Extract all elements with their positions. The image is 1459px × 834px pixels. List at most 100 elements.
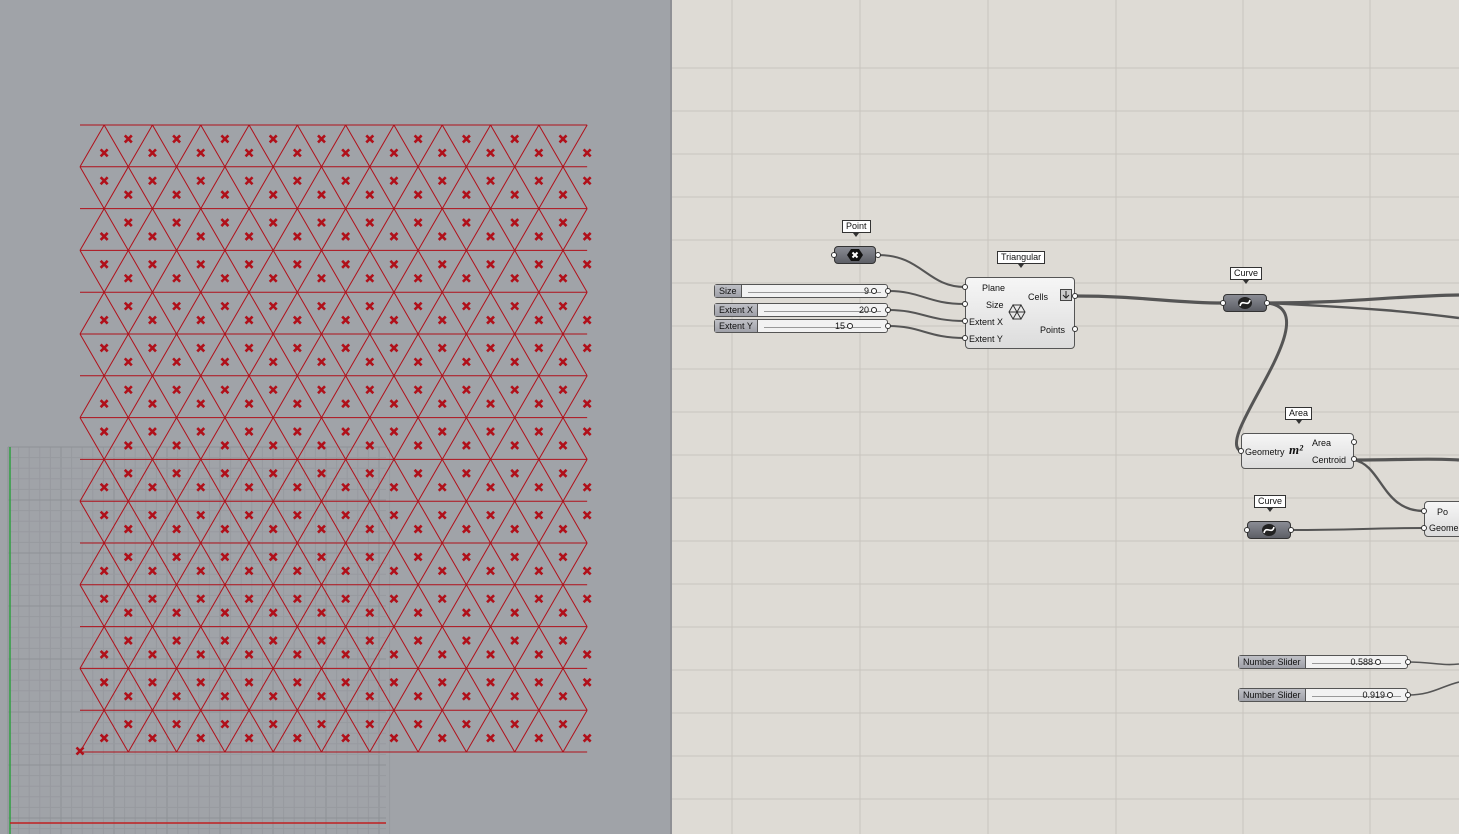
curve-1-input-grip[interactable] xyxy=(1220,300,1226,306)
point-output-grip[interactable] xyxy=(875,252,881,258)
point-marker xyxy=(413,385,423,395)
output-area[interactable]: Area xyxy=(1312,438,1332,448)
point-marker xyxy=(292,594,302,604)
wire xyxy=(1407,681,1459,696)
number-slider-1-grip[interactable] xyxy=(1405,659,1411,665)
point-param[interactable] xyxy=(834,246,876,264)
point-input-grip[interactable] xyxy=(831,252,837,258)
extent-x-slider-grip[interactable] xyxy=(885,307,891,313)
centroid-out-grip[interactable] xyxy=(1351,456,1357,462)
curve-param-2[interactable] xyxy=(1247,521,1291,539)
point-marker xyxy=(268,385,278,395)
point-marker xyxy=(268,218,278,227)
point-marker xyxy=(365,301,375,311)
plane-grip[interactable] xyxy=(962,284,968,290)
geometry-grip[interactable] xyxy=(1238,448,1244,454)
point-marker xyxy=(486,566,495,576)
slider-knob[interactable] xyxy=(871,307,877,313)
point-marker xyxy=(413,357,423,367)
point-marker xyxy=(461,524,471,534)
point-marker xyxy=(534,176,544,186)
flatten-icon[interactable] xyxy=(1060,289,1072,303)
point-marker xyxy=(268,273,278,283)
extent-y-slider-grip[interactable] xyxy=(885,323,891,329)
number-slider-2-grip[interactable] xyxy=(1405,692,1411,698)
point-marker xyxy=(123,636,133,645)
point-marker xyxy=(510,636,520,645)
grasshopper-canvas[interactable]: Point Size 9 Extent X 20 Extent Y 15 Tri… xyxy=(672,0,1459,834)
area-component[interactable]: Geometry m² Area Centroid xyxy=(1241,433,1354,469)
point-marker xyxy=(317,190,326,200)
size-slider-grip[interactable] xyxy=(885,288,891,294)
wire xyxy=(887,325,966,339)
input-extent-x[interactable]: Extent X xyxy=(969,317,1004,327)
output-centroid[interactable]: Centroid xyxy=(1312,455,1347,465)
point-marker xyxy=(196,677,206,687)
point-marker xyxy=(389,650,399,659)
point-marker xyxy=(123,357,133,367)
output-cells[interactable]: Cells xyxy=(1028,292,1049,302)
slider-knob[interactable] xyxy=(847,323,853,329)
point-marker xyxy=(534,399,544,409)
partial-grip-1[interactable] xyxy=(1421,508,1427,514)
point-marker xyxy=(486,148,495,158)
point-marker xyxy=(437,315,447,325)
number-slider-1[interactable]: Number Slider 0.588 xyxy=(1238,655,1408,669)
size-slider[interactable]: Size 9 xyxy=(714,284,888,298)
input-geometry[interactable]: Geometry xyxy=(1245,447,1285,457)
point-marker xyxy=(510,385,520,395)
wire xyxy=(1234,301,1289,453)
cells-grip[interactable] xyxy=(1072,293,1078,299)
triangular-component[interactable]: Plane Size Extent X Extent Y Cells Point… xyxy=(965,277,1075,349)
point-marker xyxy=(389,259,399,269)
input-extent-y[interactable]: Extent Y xyxy=(969,334,1003,344)
curve-tag-1: Curve xyxy=(1230,267,1263,284)
extent-y-grip[interactable] xyxy=(962,335,968,341)
curve-1-output-grip[interactable] xyxy=(1264,300,1270,306)
area-icon: m² xyxy=(1289,442,1304,457)
rhino-viewport[interactable] xyxy=(0,0,670,834)
point-marker xyxy=(148,482,157,492)
extent-x-grip[interactable] xyxy=(962,318,968,324)
number-slider-2[interactable]: Number Slider 0.919 xyxy=(1238,688,1408,702)
slider-knob[interactable] xyxy=(871,288,877,294)
point-marker xyxy=(317,357,326,367)
curve-2-output-grip[interactable] xyxy=(1288,527,1294,533)
output-points[interactable]: Points xyxy=(1040,325,1066,335)
points-grip[interactable] xyxy=(1072,326,1078,332)
triangular-grid-icon xyxy=(1008,303,1026,322)
point-marker xyxy=(582,259,592,269)
slider-knob[interactable] xyxy=(1375,659,1381,665)
curve-2-input-grip[interactable] xyxy=(1244,527,1250,533)
panel-divider[interactable] xyxy=(670,0,672,834)
point-marker xyxy=(317,273,326,283)
input-geome[interactable]: Geome xyxy=(1429,523,1459,533)
partial-component[interactable]: Po Geome xyxy=(1424,501,1459,537)
slider-label: Extent Y xyxy=(715,320,758,332)
point-marker xyxy=(486,594,495,604)
point-marker xyxy=(220,636,230,645)
point-marker xyxy=(99,399,109,409)
partial-grip-2[interactable] xyxy=(1421,525,1427,531)
extent-x-slider[interactable]: Extent X 20 xyxy=(714,303,888,317)
area-out-grip[interactable] xyxy=(1351,439,1357,445)
point-marker xyxy=(172,134,182,144)
point-marker xyxy=(389,232,399,241)
input-po[interactable]: Po xyxy=(1437,507,1449,517)
slider-knob[interactable] xyxy=(1387,692,1393,698)
input-plane[interactable]: Plane xyxy=(982,283,1006,293)
point-marker xyxy=(582,148,592,158)
point-marker xyxy=(341,594,351,604)
point-marker xyxy=(268,134,278,144)
point-marker xyxy=(123,608,133,618)
extent-y-slider[interactable]: Extent Y 15 xyxy=(714,319,888,333)
point-marker xyxy=(341,343,351,353)
curve-param-1[interactable] xyxy=(1223,294,1267,312)
wire xyxy=(1074,294,1224,305)
point-marker xyxy=(461,441,471,450)
point-marker xyxy=(123,468,133,478)
point-marker xyxy=(172,273,182,283)
size-grip[interactable] xyxy=(962,301,968,307)
point-marker xyxy=(558,441,568,450)
input-size[interactable]: Size xyxy=(986,300,1004,310)
